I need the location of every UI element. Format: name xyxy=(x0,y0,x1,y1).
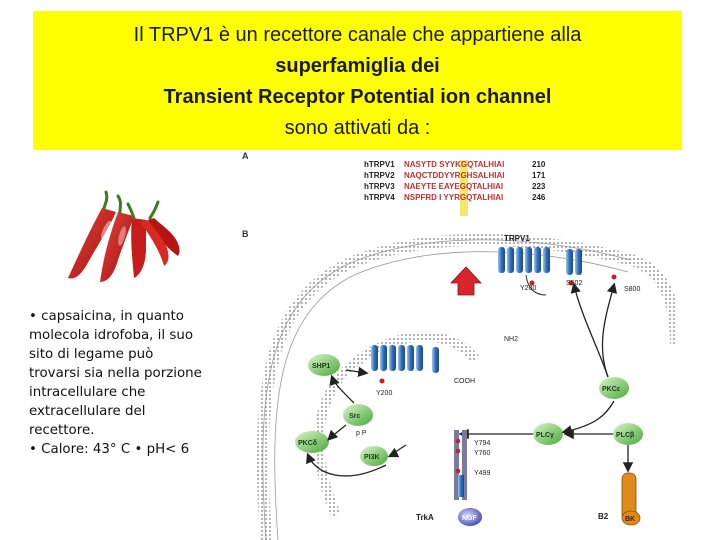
align-num-4: 246 xyxy=(532,193,546,202)
label-trpv1: TRPV1 xyxy=(504,234,530,243)
highlight-column xyxy=(460,160,468,216)
align-name-1: hTRPV1 xyxy=(364,160,395,169)
label-pkcd: PKCδ xyxy=(298,440,317,447)
shp1-node: SHP1 xyxy=(308,354,340,376)
label-b2: B2 xyxy=(598,512,609,521)
label-ngf: NGF xyxy=(462,515,478,522)
title-line-3: Transient Receptor Potential ion channel xyxy=(163,86,552,108)
align-num-2: 171 xyxy=(532,171,546,180)
trpv1-channel-middle xyxy=(371,345,439,373)
title-box: Il TRPV1 è un recettore canale che appar… xyxy=(33,11,682,150)
label-pi3k: PI3K xyxy=(364,454,380,461)
label-nh2: NH2 xyxy=(504,336,518,343)
panel-a-label: A xyxy=(242,151,249,161)
label-plcb: PLCβ xyxy=(616,432,635,439)
align-seq-4: NSPFRD I YYRGQTALHIAI xyxy=(404,193,503,202)
signal-arrows xyxy=(306,282,634,477)
body-line-3: sito di legame può xyxy=(29,347,154,362)
align-seq-1: NASYTD SYYKGQTALHIAI xyxy=(404,160,504,169)
label-cooh: COOH xyxy=(454,378,475,385)
body-line-7: recettore. xyxy=(29,423,95,438)
body-text: • capsaicina, in quanto molecola idrofob… xyxy=(29,307,229,459)
align-name-4: hTRPV4 xyxy=(364,193,395,202)
body-line-8: • Calore: 43° C • pH< 6 xyxy=(29,442,190,457)
body-line-5: intracellulare che xyxy=(29,385,146,400)
label-plcg: PLCγ xyxy=(536,432,554,439)
label-trka: TrkA xyxy=(416,513,434,522)
trka-receptor: NGF xyxy=(454,430,482,526)
plcg-node: PLCγ xyxy=(533,423,563,445)
align-name-2: hTRPV2 xyxy=(364,171,395,180)
pkcd-node: PKCδ xyxy=(295,431,329,453)
pi3k-node: PI3K xyxy=(360,446,388,466)
align-seq-3: NAEYTE EAYEGQTALHIAI xyxy=(404,182,503,191)
label-y794: Y794 xyxy=(474,440,490,447)
label-y200-top: Y200 xyxy=(520,285,536,292)
inner-membrane xyxy=(314,331,480,517)
label-y200-mid: Y200 xyxy=(376,390,392,397)
align-num-1: 210 xyxy=(532,160,546,169)
body-line-2: molecola idrofoba, il suo xyxy=(29,328,194,343)
plcb-node: PLCβ xyxy=(613,423,643,445)
title-line-2: superfamiglia dei xyxy=(275,55,440,77)
label-pkc-eps: PKCε xyxy=(602,386,621,393)
title-line-4: sono attivati da : xyxy=(284,117,431,139)
label-bk: BK xyxy=(625,516,635,523)
align-num-3: 223 xyxy=(532,182,546,191)
alignment-table: hTRPV1 NASYTD SYYKGQTALHIAI 210 hTRPV2 N… xyxy=(364,160,546,202)
body-line-1: • capsaicina, in quanto xyxy=(29,309,184,324)
body-line-6: extracellulare del xyxy=(29,404,146,419)
trpv1-signaling-diagram: A hTRPV1 NASYTD SYYKGQTALHIAI 210 hTRPV2… xyxy=(242,151,676,540)
body-line-4: trovarsi sia nella porzione xyxy=(29,366,202,381)
panel-b-label: B xyxy=(242,229,249,239)
label-s800: S800 xyxy=(624,286,640,293)
label-src: Src xyxy=(349,413,360,420)
pkc-epsilon-node: PKCε xyxy=(599,377,629,399)
label-y499: Y499 xyxy=(474,470,490,477)
b2-receptor: BK xyxy=(621,472,641,526)
trpv1-channel-top xyxy=(498,247,582,275)
red-arrow-up xyxy=(450,266,482,296)
src-node: Src xyxy=(343,404,373,426)
chili-peppers-image xyxy=(68,190,180,282)
align-seq-2: NAQCTDDYYRGHSALHIAI xyxy=(404,171,504,180)
align-name-3: hTRPV3 xyxy=(364,182,395,191)
label-shp1: SHP1 xyxy=(312,363,330,370)
label-pp: p P xyxy=(356,430,367,437)
label-y760: Y760 xyxy=(474,450,490,457)
title-line-1: Il TRPV1 è un recettore canale che appar… xyxy=(133,24,582,46)
